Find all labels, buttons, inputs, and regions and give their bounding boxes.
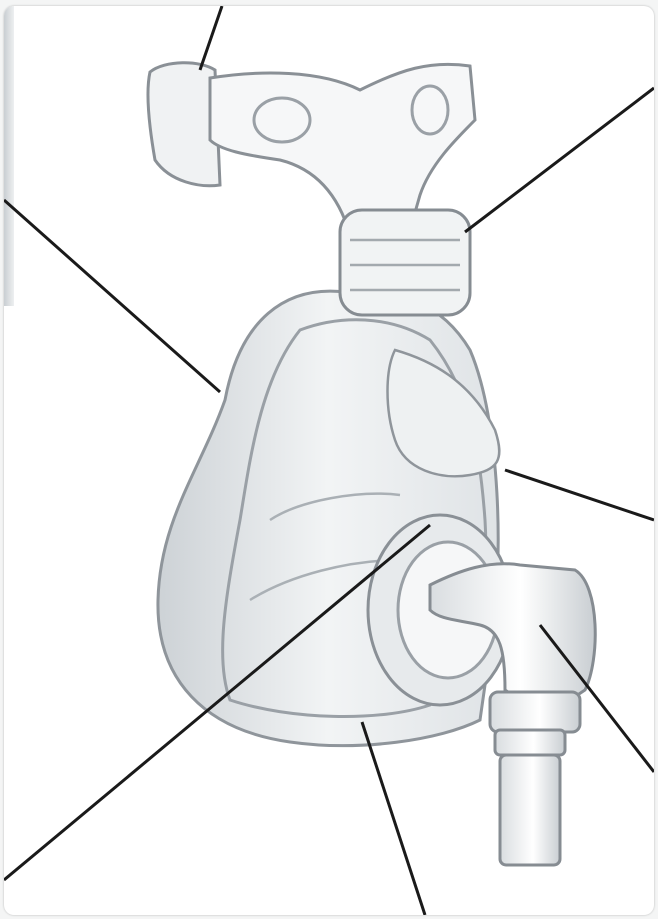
leader-chin — [362, 722, 425, 915]
leader-shell — [505, 470, 654, 520]
mask-illustration — [4, 6, 654, 915]
adjustment-dial — [340, 210, 470, 315]
leader-forehead-pad — [200, 6, 222, 70]
photo-card — [4, 6, 654, 915]
leader-cushion — [4, 200, 220, 392]
leader-frame — [465, 88, 654, 232]
